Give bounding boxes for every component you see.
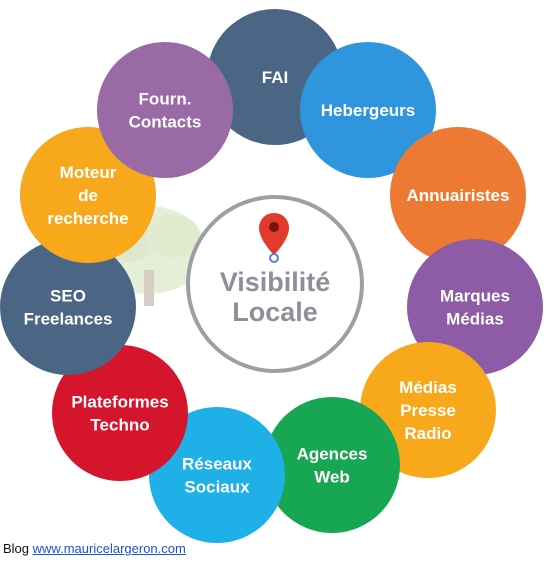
node-label-marques-2: Médias: [446, 310, 504, 329]
node-label-agences-1: Agences: [297, 445, 368, 464]
node-label-seo-2: Freelances: [24, 310, 113, 329]
node-circle-reseaux: [149, 407, 285, 543]
node-fourn: Fourn. Contacts: [97, 42, 233, 178]
node-circle-seo: [0, 239, 136, 375]
nodes-layer: FAIHebergeursAnnuairistesMarquesMédiasMé…: [0, 9, 543, 543]
node-label-fourn-2: Contacts: [129, 113, 202, 132]
node-label-moteur-1: Moteur: [60, 163, 117, 182]
center-hub: Visibilité Locale: [186, 195, 364, 373]
node-annuairistes: Annuairistes: [390, 127, 526, 263]
node-label-medias-1: Médias: [399, 378, 457, 397]
node-circle-annuairistes: [390, 127, 526, 263]
node-label-plateformes-2: Techno: [90, 416, 149, 435]
center-title-line-1: Visibilité: [220, 267, 331, 297]
node-circle-agences: [264, 397, 400, 533]
footer-prefix: Blog: [3, 541, 30, 556]
node-circle-plateformes: [52, 345, 188, 481]
node-label-moteur-2: de: [78, 186, 98, 205]
node-label-medias-3: Radio: [404, 424, 451, 443]
center-ring: [186, 195, 364, 373]
node-circle-hebergeurs: [300, 42, 436, 178]
blog-link[interactable]: www.mauricelargeron.com: [32, 541, 186, 556]
node-hebergeurs: Hebergeurs: [300, 42, 436, 178]
node-label-seo-1: SEO: [50, 287, 86, 306]
map-pin-icon: [259, 213, 289, 263]
node-label-marques-1: Marques: [440, 287, 510, 306]
node-label-fourn-1: Fourn.: [139, 90, 192, 109]
node-label-plateformes-1: Plateformes: [71, 393, 168, 412]
node-seo: SEO Freelances: [0, 239, 136, 375]
node-label-fai-1: FAI: [262, 68, 288, 87]
node-label-moteur-3: recherche: [47, 209, 128, 228]
node-label-reseaux-2: Sociaux: [184, 478, 250, 497]
node-label-annuairistes-1: Annuairistes: [407, 186, 510, 205]
node-circle-fourn: [97, 42, 233, 178]
footer: Blog www.mauricelargeron.com: [3, 541, 186, 556]
center-title-line-2: Locale: [232, 297, 318, 327]
node-label-hebergeurs-1: Hebergeurs: [321, 101, 415, 120]
node-circle-marques: [407, 239, 543, 375]
node-label-agences-2: Web: [314, 468, 350, 487]
node-label-reseaux-1: Réseaux: [182, 455, 252, 474]
node-label-medias-2: Presse: [400, 401, 456, 420]
